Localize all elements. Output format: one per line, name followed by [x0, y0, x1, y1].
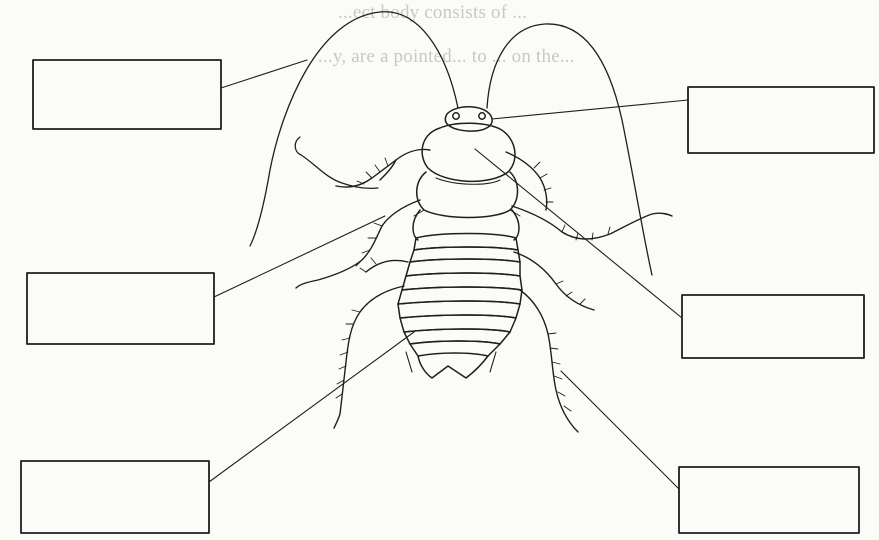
hind-legs	[334, 252, 594, 432]
abdomen	[398, 234, 522, 379]
cockroach	[250, 12, 672, 432]
label-boxes	[21, 60, 874, 533]
pronotum	[422, 123, 515, 181]
leader-line-hind-leg	[561, 371, 679, 489]
label-box-leg[interactable]	[27, 273, 214, 344]
leader-line-antenna	[221, 60, 307, 88]
cerci	[418, 356, 488, 378]
middle-legs	[296, 200, 672, 288]
leader-line-head	[492, 100, 688, 119]
left-palp	[295, 137, 378, 188]
leader-line-abdomen	[209, 332, 414, 482]
head	[445, 107, 492, 131]
label-box-head[interactable]	[688, 87, 874, 153]
label-box-antenna[interactable]	[33, 60, 221, 129]
leader-line-thorax	[475, 149, 682, 318]
label-box-thorax[interactable]	[682, 295, 864, 358]
mesothorax	[417, 172, 518, 218]
label-box-abdomen[interactable]	[21, 461, 209, 533]
label-box-hind-leg[interactable]	[679, 467, 859, 533]
